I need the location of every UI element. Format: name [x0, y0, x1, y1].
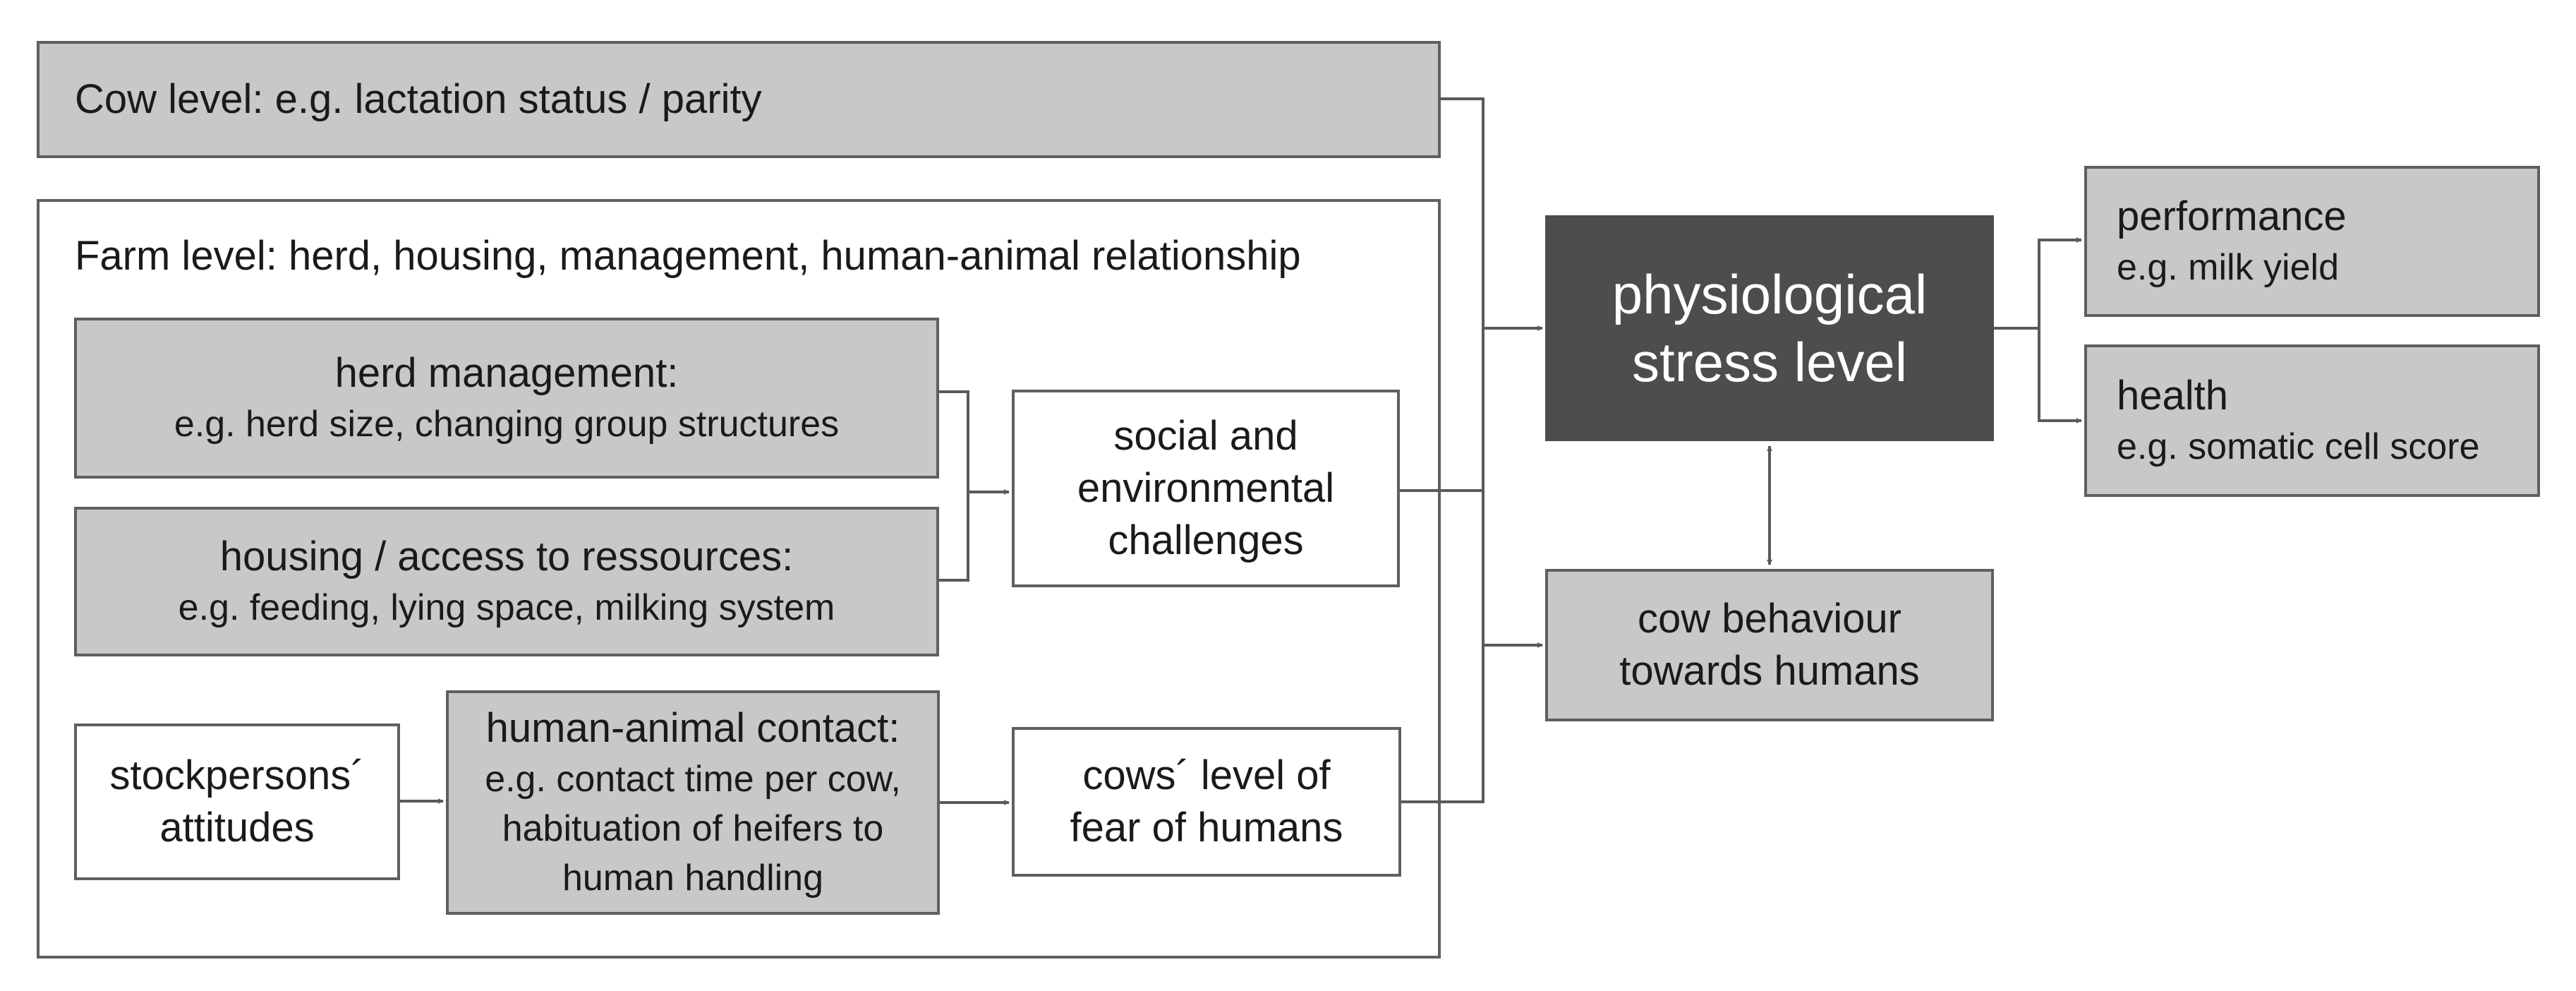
- social-env-line2: environmental: [1077, 465, 1335, 511]
- hac-title: human-animal contact:: [485, 705, 900, 751]
- stockpersons-line2: attitudes: [159, 805, 315, 851]
- performance-detail: e.g. milk yield: [2117, 247, 2339, 288]
- fear-line2: fear of humans: [1070, 805, 1343, 851]
- cow-level-to-trunk-line: [1401, 97, 1484, 803]
- hac-line1: e.g. contact time per cow,: [485, 759, 901, 800]
- branch-to-performance-arrow: [2038, 237, 2082, 328]
- stockpersons-line1: stockpersons´: [109, 752, 365, 798]
- health-detail: e.g. somatic cell score: [2117, 426, 2480, 467]
- performance-title: performance: [2117, 193, 2347, 239]
- behaviour-line1: cow behaviour: [1638, 596, 1901, 642]
- farm-level-label: Farm level: herd, housing, management, h…: [75, 233, 1301, 279]
- housing-detail: e.g. feeding, lying space, milking syste…: [178, 587, 835, 628]
- herd-management-title: herd management:: [334, 350, 679, 396]
- health-box: health e.g. somatic cell score: [2084, 344, 2540, 497]
- housing-box: housing / access to ressources: e.g. fee…: [74, 507, 939, 656]
- hac-line2: habituation of heifers to: [502, 808, 884, 849]
- behaviour-line2: towards humans: [1619, 648, 1920, 694]
- herd-management-box: herd management: e.g. herd size, changin…: [74, 318, 939, 479]
- social-env-line1: social and: [1113, 413, 1298, 459]
- human-animal-contact-box: human-animal contact: e.g. contact time …: [446, 690, 940, 915]
- health-title: health: [2117, 373, 2229, 419]
- herd-to-bracket-line: [939, 390, 969, 582]
- behaviour-box: cow behaviour towards humans: [1545, 569, 1994, 721]
- herd-management-detail: e.g. herd size, changing group structure…: [174, 404, 840, 445]
- social-env-line3: challenges: [1108, 517, 1304, 563]
- performance-box: performance e.g. milk yield: [2084, 166, 2540, 317]
- cow-level-label: Cow level: e.g. lactation status / parit…: [75, 76, 762, 122]
- hac-line3: human handling: [562, 858, 824, 899]
- stress-level-box: physiological stress level: [1545, 215, 1994, 441]
- stress-line1: physiological: [1611, 263, 1928, 325]
- branch-to-health-arrow: [2038, 328, 2082, 424]
- social-environmental-box: social and environmental challenges: [1012, 390, 1400, 587]
- stress-line2: stress level: [1631, 331, 1908, 393]
- fear-line1: cows´ level of: [1082, 752, 1331, 798]
- cow-level-box: Cow level: e.g. lactation status / parit…: [37, 41, 1441, 158]
- stockpersons-box: stockpersons´ attitudes: [74, 723, 400, 880]
- fear-box: cows´ level of fear of humans: [1012, 727, 1401, 877]
- housing-title: housing / access to ressources:: [219, 534, 794, 579]
